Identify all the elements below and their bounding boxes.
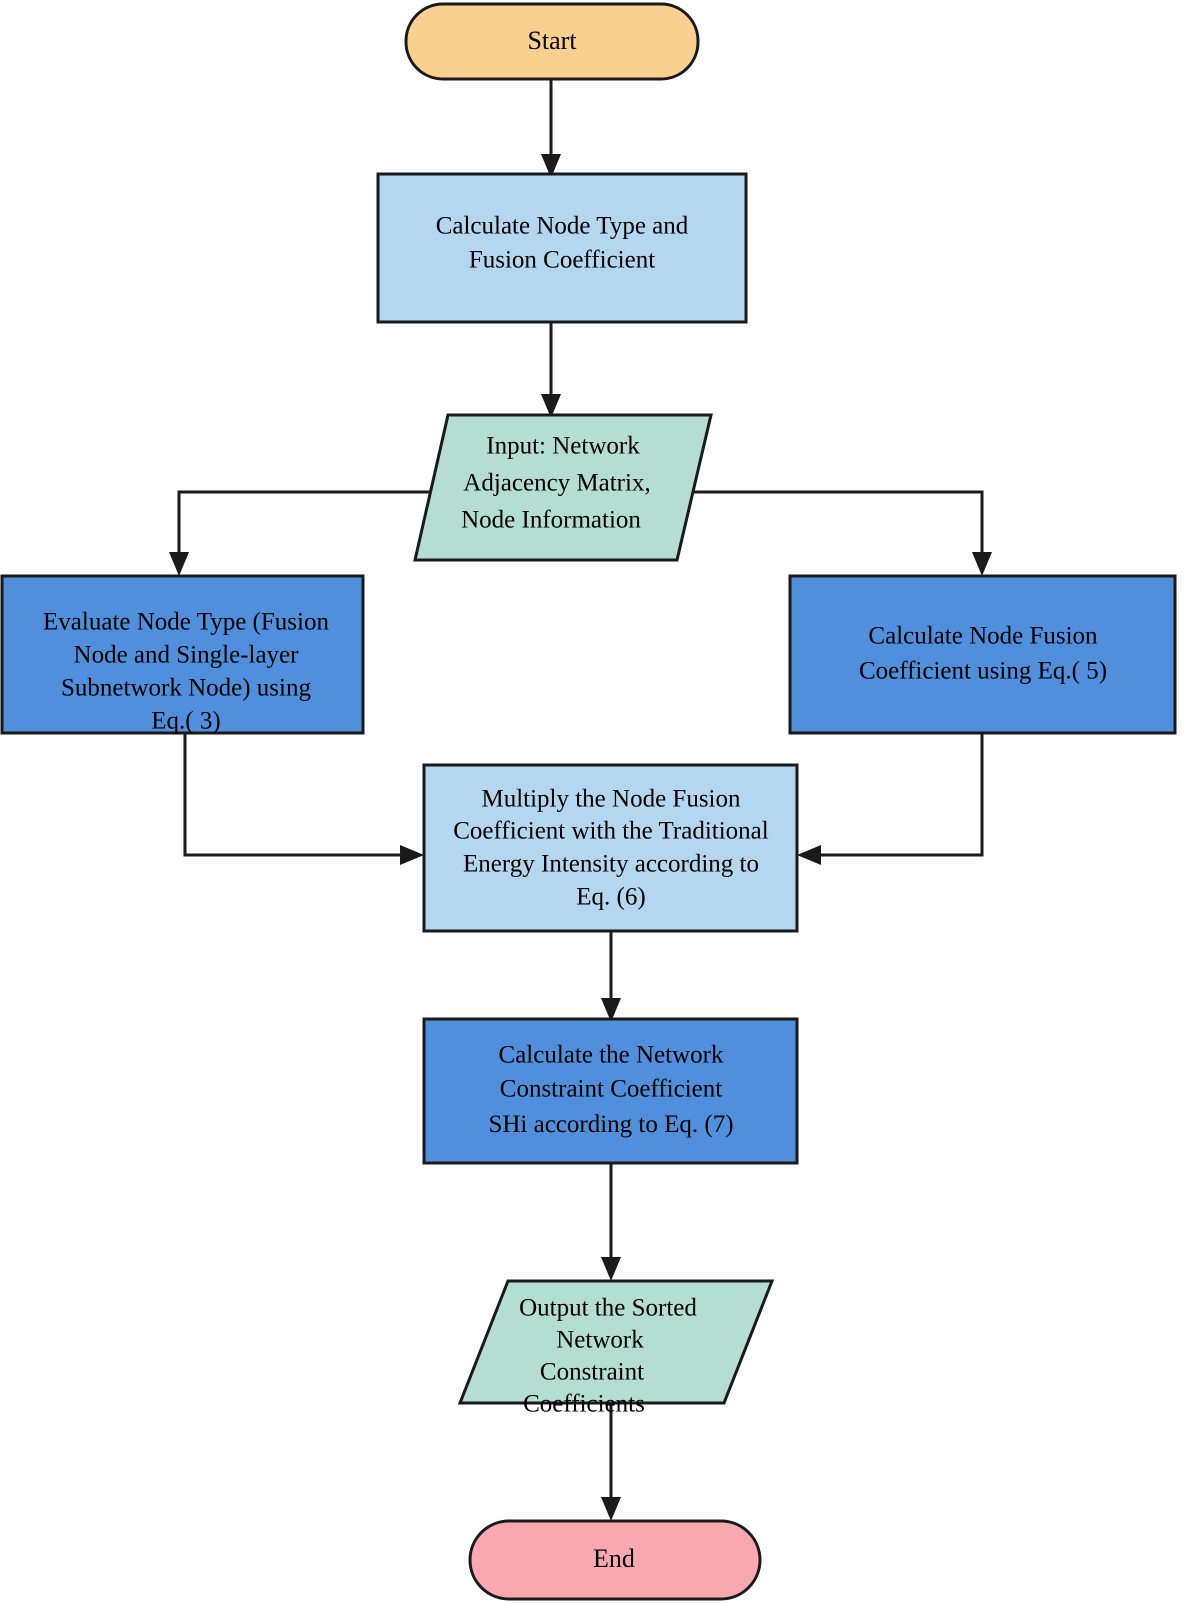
- arrow-head-icon: [400, 845, 424, 865]
- output-sorted-label-line1: Output the Sorted: [519, 1295, 697, 1322]
- arrow-head-icon: [601, 1497, 621, 1521]
- node-end[interactable]: End: [468, 1519, 762, 1601]
- node-calculate-constraint-coefficient[interactable]: Calculate the Network Constraint Coeffic…: [422, 1017, 799, 1165]
- evaluate-node-type-shape[interactable]: [0, 574, 365, 735]
- input-network-shape[interactable]: [413, 413, 713, 562]
- output-sorted-shape[interactable]: [457, 1279, 775, 1405]
- edge-evaluate-node-type-to-multiply: [183, 733, 424, 865]
- evaluate-node-type-label-line3: Subnetwork Node) using: [61, 675, 311, 702]
- end-label: End: [593, 1544, 635, 1573]
- edge-line: [811, 733, 984, 857]
- multiply-coefficient-label-line4: Eq. (6): [576, 884, 645, 911]
- edge-input-to-calc-fusion-coefficient: [694, 490, 992, 576]
- end-shape[interactable]: [468, 1519, 762, 1601]
- edge-multiply-to-calc-constraint: [601, 931, 621, 1022]
- calculate-fusion-coefficient-label-line1: Calculate Node Fusion: [868, 623, 1098, 650]
- edge-calc-fusion-coefficient-to-multiply: [797, 733, 984, 865]
- edge-calc-constraint-to-output: [601, 1163, 621, 1281]
- calculate-node-type-label-line1: Calculate Node Type and: [436, 213, 689, 240]
- edge-line: [177, 490, 432, 562]
- node-evaluate-node-type[interactable]: Evaluate Node Type (Fusion Node and Sing…: [0, 574, 365, 735]
- multiply-coefficient-label-line3: Energy Intensity according to: [463, 851, 759, 878]
- input-network-label-line2: Adjacency Matrix,: [463, 470, 650, 497]
- calculate-fusion-coefficient-label-line2: Coefficient using Eq.( 5): [859, 658, 1107, 685]
- calculate-node-type-shape[interactable]: [376, 172, 748, 324]
- arrow-head-icon: [169, 552, 189, 576]
- edge-input-to-evaluate-node-type: [169, 490, 432, 576]
- evaluate-node-type-label-line2: Node and Single-layer: [74, 642, 300, 669]
- evaluate-node-type-label-line1: Evaluate Node Type (Fusion: [43, 609, 329, 636]
- arrow-head-icon: [601, 998, 621, 1022]
- calculate-fusion-coefficient-shape[interactable]: [788, 574, 1177, 735]
- node-multiply-coefficient[interactable]: Multiply the Node Fusion Coefficient wit…: [422, 763, 799, 933]
- arrow-head-icon: [797, 845, 821, 865]
- edge-start-to-calc-node-type: [541, 79, 561, 178]
- shi-symbol: SHi: [488, 1111, 527, 1138]
- output-sorted-label-line4: Coefficients: [523, 1391, 645, 1418]
- arrow-head-icon: [541, 154, 561, 178]
- arrow-head-icon: [972, 552, 992, 576]
- input-network-label-line1: Input: Network: [486, 433, 640, 460]
- calculate-constraint-coefficient-shape[interactable]: [422, 1017, 799, 1165]
- multiply-coefficient-shape[interactable]: [422, 763, 799, 933]
- edge-line: [183, 733, 410, 857]
- multiply-coefficient-label-line1: Multiply the Node Fusion: [481, 786, 741, 813]
- arrow-head-icon: [541, 394, 561, 418]
- node-input-network[interactable]: Input: Network Adjacency Matrix, Node In…: [413, 413, 713, 562]
- start-shape[interactable]: [404, 2, 700, 81]
- start-label: Start: [527, 26, 577, 55]
- node-output-sorted[interactable]: Output the Sorted Network Constraint Coe…: [457, 1279, 775, 1418]
- edge-calc-node-type-to-input: [541, 322, 561, 418]
- input-network-label-line3: Node Information: [461, 507, 641, 534]
- calculate-constraint-coefficient-label-line2: Constraint Coefficient: [500, 1076, 722, 1103]
- arrow-head-icon: [601, 1257, 621, 1281]
- multiply-coefficient-label-line2: Coefficient with the Traditional: [453, 818, 769, 845]
- edge-line: [694, 490, 984, 562]
- calculate-constraint-coefficient-label-line1: Calculate the Network: [499, 1042, 724, 1069]
- calculate-constraint-coefficient-label-line3: SHi according to Eq. (7): [488, 1111, 733, 1138]
- output-sorted-label-line2: Network: [556, 1327, 644, 1354]
- evaluate-node-type-label-line4: Eq.( 3): [151, 708, 220, 735]
- edge-output-to-end: [601, 1403, 621, 1521]
- node-calculate-fusion-coefficient[interactable]: Calculate Node Fusion Coefficient using …: [788, 574, 1177, 735]
- node-calculate-node-type[interactable]: Calculate Node Type and Fusion Coefficie…: [376, 172, 748, 324]
- calculate-node-type-label-line2: Fusion Coefficient: [469, 247, 655, 274]
- output-sorted-label-line3: Constraint: [540, 1359, 644, 1386]
- shi-suffix: according to Eq. (7): [527, 1111, 733, 1138]
- node-start[interactable]: Start: [404, 2, 700, 81]
